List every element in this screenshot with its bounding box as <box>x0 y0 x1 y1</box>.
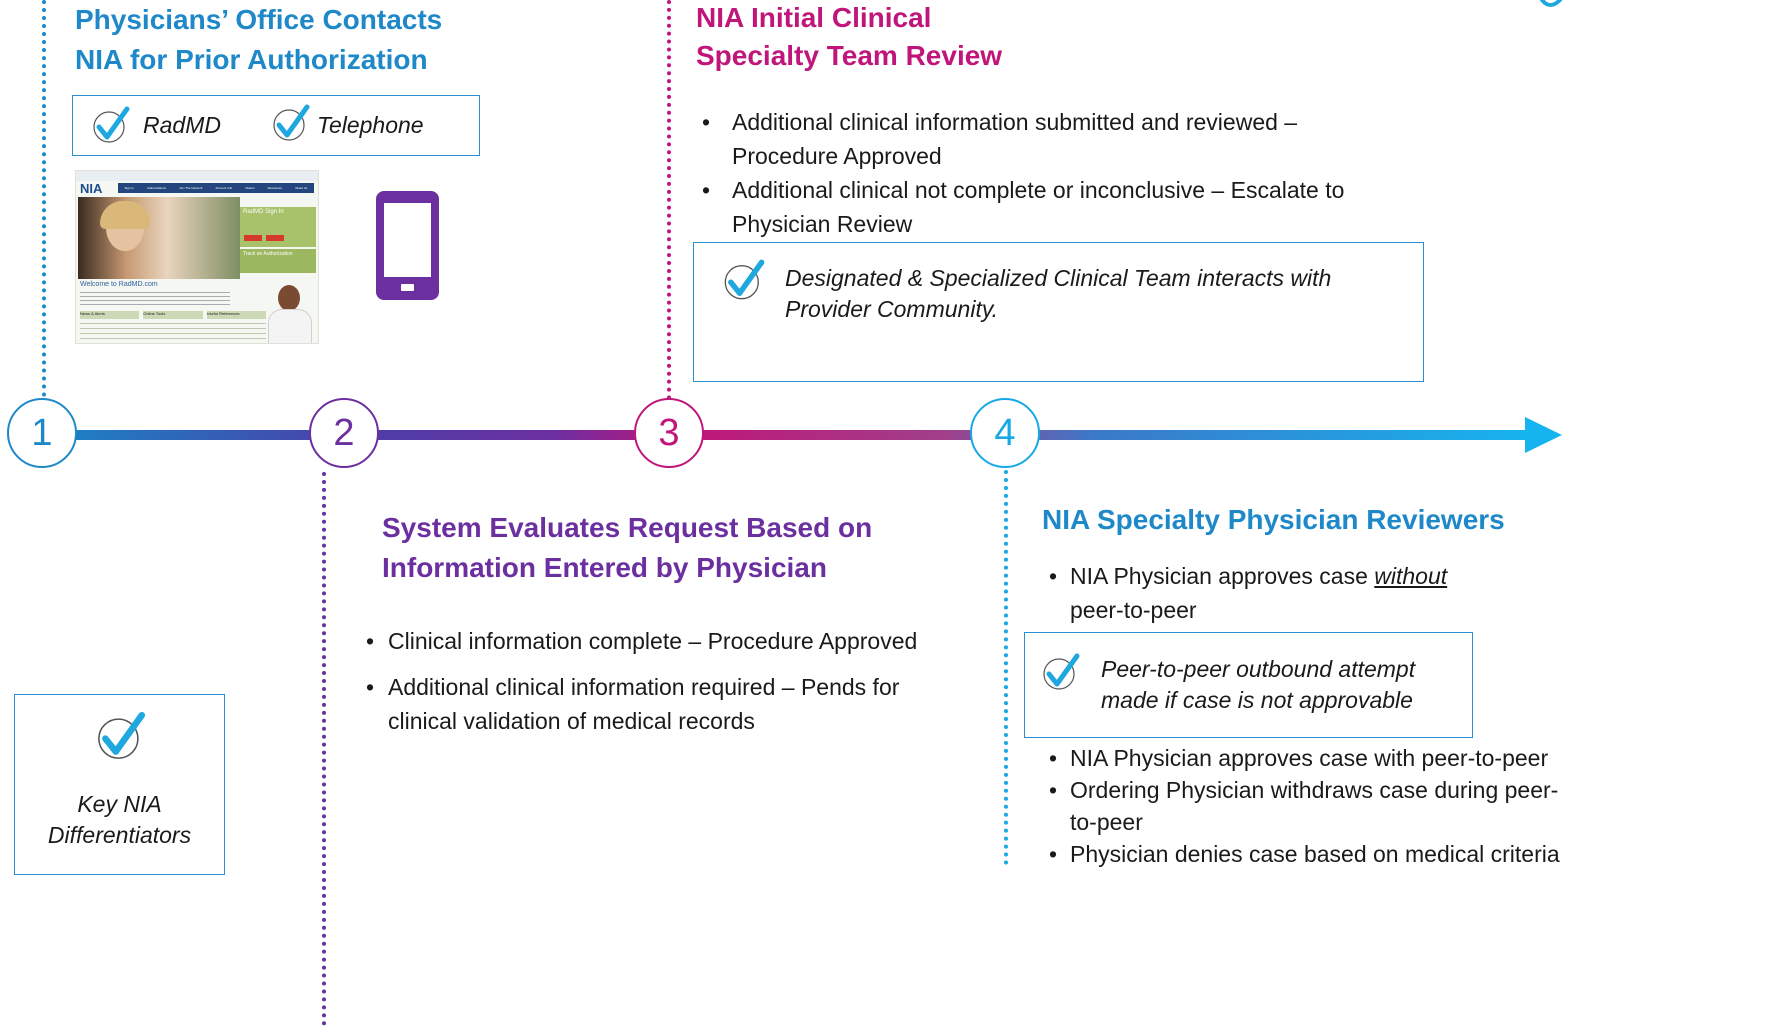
step4-bullet1-pre: NIA Physician approves case <box>1070 563 1375 589</box>
step3-title: NIA Initial Clinical Specialty Team Revi… <box>696 0 1002 76</box>
site-hero-hair <box>100 201 150 229</box>
step1-options-box: RadMD Telephone <box>72 95 480 156</box>
site-nav-item: Sign In <box>124 186 134 190</box>
step4-bullet1-line1: NIA Physician approves case without <box>1070 559 1763 593</box>
step4-bullet2-line1: NIA Physician approves case with peer-to… <box>1070 745 1549 771</box>
step3-differentiator-line1: Designated & Specialized Clinical Team i… <box>785 265 1332 291</box>
site-doctor-image <box>264 283 314 343</box>
step4-connector <box>1004 470 1008 865</box>
legend-line2: Differentiators <box>47 822 192 848</box>
step2-title-line2: Information Entered by Physician <box>382 552 827 583</box>
option-telephone: Telephone <box>317 112 424 138</box>
phone-icon <box>376 191 439 300</box>
step4-differentiator-box: Peer-to-peer outbound attempt made if ca… <box>1024 632 1473 738</box>
check-icon <box>722 257 766 303</box>
step4-bullet3-line2: to-peer <box>1070 809 1143 835</box>
step3-differentiator-line2: Provider Community. <box>785 296 999 322</box>
site-nav-item: Resources <box>267 186 282 190</box>
site-nav-item: Account Info <box>215 186 233 190</box>
check-icon <box>91 104 131 146</box>
site-columns: News & Alerts Online Tools Useful Refere… <box>80 311 266 319</box>
site-nav-item: About Us <box>295 186 308 190</box>
step1-title-line2: NIA for Prior Authorization <box>75 44 428 75</box>
option-radmd: RadMD <box>143 112 221 138</box>
step3-bullet1-line1: Additional clinical information submitte… <box>732 109 1298 135</box>
list-item: Ordering Physician withdraws case during… <box>1043 774 1583 838</box>
step3-bullet1-line2: Procedure Approved <box>732 143 942 169</box>
site-signin-title: RadMD Sign In <box>243 209 284 215</box>
site-topbar <box>76 171 318 181</box>
step-number-3: 3 <box>634 398 704 468</box>
list-item: NIA Physician approves case with peer-to… <box>1043 742 1583 774</box>
site-nav-item: Join The Network <box>179 186 203 190</box>
site-track-panel: Track an Authorization <box>240 249 316 273</box>
step4-bullet3-line1: Ordering Physician withdraws case during… <box>1070 777 1559 803</box>
step-number-4: 4 <box>970 398 1040 468</box>
step4-bullet1-emph: without <box>1374 563 1448 589</box>
site-column-header: News & Alerts <box>80 311 140 319</box>
site-doctor-head <box>278 285 300 311</box>
step2-bullet1-line1: Clinical information complete – Procedur… <box>388 628 918 654</box>
step1-title-line1: Physicians’ Office Contacts <box>75 4 443 35</box>
site-doctor-coat <box>268 309 312 343</box>
site-signin-panel: RadMD Sign In <box>240 207 316 247</box>
step4-title: NIA Specialty Physician Reviewers <box>1042 504 1505 535</box>
corner-check-icon <box>1540 0 1562 7</box>
step1-connector <box>42 0 46 405</box>
step2-bullet2-line1: Additional clinical information required… <box>388 674 900 700</box>
radmd-website-screenshot: NIA Sign In Authorizations Join The Netw… <box>75 170 319 344</box>
step3-differentiator-box: Designated & Specialized Clinical Team i… <box>693 242 1424 382</box>
site-text-block <box>80 292 230 306</box>
site-signin-button <box>244 235 262 241</box>
list-item: NIA Physician approves case without peer… <box>1043 559 1763 627</box>
step3-title-line1: NIA Initial Clinical <box>696 2 932 33</box>
site-signin-button <box>266 235 284 241</box>
list-item: Physician denies case based on medical c… <box>1043 838 1583 870</box>
step-number-2: 2 <box>309 398 379 468</box>
step2-title-line1: System Evaluates Request Based on <box>382 512 873 543</box>
step4-differentiator-line2: made if case is not approvable <box>1101 687 1413 713</box>
step2-bullet2-line2: clinical validation of medical records <box>388 708 755 734</box>
legend-line1: Key NIA <box>77 791 162 817</box>
timeline-arrow <box>70 417 1562 453</box>
step-number-1: 1 <box>7 398 77 468</box>
site-nav: Sign In Authorizations Join The Network … <box>118 183 314 193</box>
legend-box: Key NIA Differentiators <box>14 694 225 875</box>
check-icon <box>1041 651 1081 693</box>
check-icon <box>271 102 311 144</box>
step3-bullet2-line1: Additional clinical not complete or inco… <box>732 177 1345 203</box>
step4-differentiator-line1: Peer-to-peer outbound attempt <box>1101 656 1416 682</box>
list-item: Additional clinical information submitte… <box>696 105 1416 173</box>
step2-connector <box>322 472 326 1026</box>
step3-bullet2-line2: Physician Review <box>732 211 913 237</box>
step2-bullets: Clinical information complete – Procedur… <box>360 624 980 738</box>
step4-bullets-top: NIA Physician approves case without peer… <box>1043 559 1763 627</box>
check-icon <box>95 709 147 763</box>
site-column-text <box>80 323 266 341</box>
step1-title: Physicians’ Office Contacts NIA for Prio… <box>75 0 442 80</box>
step3-title-line2: Specialty Team Review <box>696 40 1003 71</box>
step3-bullets: Additional clinical information submitte… <box>696 105 1416 241</box>
step2-title: System Evaluates Request Based on Inform… <box>382 508 872 588</box>
site-track-title: Track an Authorization <box>243 251 293 257</box>
list-item: Additional clinical not complete or inco… <box>696 173 1416 241</box>
site-nav-item: Authorizations <box>147 186 167 190</box>
step3-connector <box>667 0 671 400</box>
step4-bullet4-line1: Physician denies case based on medical c… <box>1070 841 1560 867</box>
site-column-header: Online Tools <box>143 311 203 319</box>
site-logo: NIA <box>80 181 103 196</box>
list-item: Clinical information complete – Procedur… <box>360 624 980 658</box>
site-welcome: Welcome to RadMD.com <box>80 281 158 288</box>
step4-bullets-bottom: NIA Physician approves case with peer-to… <box>1043 742 1583 870</box>
site-hero-image <box>78 197 240 279</box>
site-column-header: Useful References <box>206 311 266 319</box>
step4-bullet1-line2: peer-to-peer <box>1070 597 1197 623</box>
list-item: Additional clinical information required… <box>360 670 980 738</box>
site-nav-item: Claims <box>245 186 255 190</box>
